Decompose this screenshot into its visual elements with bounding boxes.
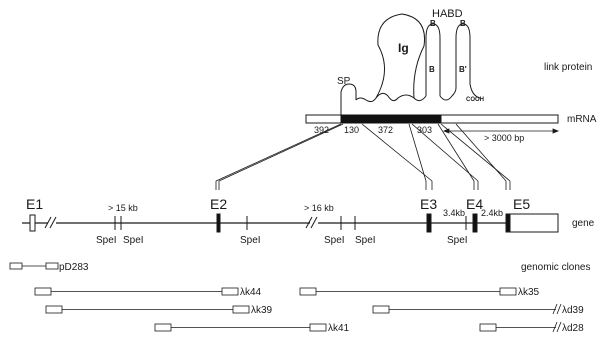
clone-k44 <box>35 288 238 295</box>
sp-label: SP <box>337 76 351 87</box>
cooh-label: COOH <box>466 97 484 103</box>
exon-mapping-lines <box>216 124 510 190</box>
link-protein-row-label: link protein <box>544 62 592 73</box>
clone-d28-label: λd28 <box>562 323 584 334</box>
b-b-prime-link <box>440 88 456 100</box>
exon-e4 <box>473 214 477 232</box>
spei-site-6: SpeI <box>447 235 468 246</box>
gene-row-label: gene <box>572 218 595 229</box>
genomic-clones-row-label: genomic clones <box>521 262 590 273</box>
clone-d39 <box>373 304 561 314</box>
mrna-segment-3: 372 <box>378 125 393 135</box>
clone-pd283 <box>10 263 58 269</box>
clone-k44-label: λk44 <box>240 287 262 298</box>
spei-site-2: SpeI <box>123 235 144 246</box>
exon-e1-label: E1 <box>26 196 43 212</box>
b-prime-label: B' <box>459 65 467 74</box>
mrna-3utr <box>441 115 558 123</box>
intron-size-4: 2.4kb <box>481 208 503 218</box>
clone-d28 <box>480 322 561 332</box>
exon-e3 <box>427 214 431 232</box>
utr-size-label: > 3000 bp <box>484 133 524 143</box>
intron-size-2: > 16 kb <box>304 203 334 213</box>
mrna-coding <box>341 115 441 123</box>
exon-e5-utr <box>510 214 558 232</box>
spei-site-4: SpeI <box>324 235 345 246</box>
mrna-5utr <box>306 115 341 123</box>
intron-size-3: 3.4kb <box>443 208 465 218</box>
mrna-segment-2: 130 <box>344 125 359 135</box>
spei-site-1: SpeI <box>96 235 117 246</box>
clone-k35-label: λk35 <box>518 287 540 298</box>
clone-k41 <box>155 324 326 331</box>
clone-d39-label: λd39 <box>562 305 584 316</box>
genomic-clones <box>10 263 561 332</box>
ig-label: Ig <box>398 41 409 55</box>
mrna-bar <box>306 115 558 123</box>
b-label: B <box>429 65 435 74</box>
b-bump-b-label: B <box>460 19 466 28</box>
exon-e5-coding <box>506 214 510 232</box>
clone-k39 <box>46 306 249 313</box>
ig-domain-loop <box>376 14 425 98</box>
b-domain-loop <box>426 24 440 96</box>
mrna-row-label: mRNA <box>567 114 597 125</box>
clone-k35 <box>300 288 516 295</box>
b-bump-a-label: B <box>430 19 436 28</box>
intron-size-1: > 15 kb <box>108 203 138 213</box>
spei-site-5: SpeI <box>355 235 376 246</box>
exon-e2-label: E2 <box>210 196 227 212</box>
exon-e3-label: E3 <box>420 196 437 212</box>
signal-peptide-loop <box>341 84 356 115</box>
clone-k39-label: λk39 <box>251 305 273 316</box>
clone-pd283-label: pD283 <box>59 262 89 273</box>
gene-map <box>22 214 558 232</box>
spei-site-3: SpeI <box>240 235 261 246</box>
exon-e2 <box>217 214 220 232</box>
clone-k41-label: λk41 <box>328 323 350 334</box>
b-prime-domain-loop <box>456 24 480 98</box>
protein-backbone <box>356 93 426 101</box>
exon-e5-label: E5 <box>513 196 530 212</box>
exon-e1 <box>30 215 35 231</box>
habd-label: HABD <box>432 8 463 20</box>
